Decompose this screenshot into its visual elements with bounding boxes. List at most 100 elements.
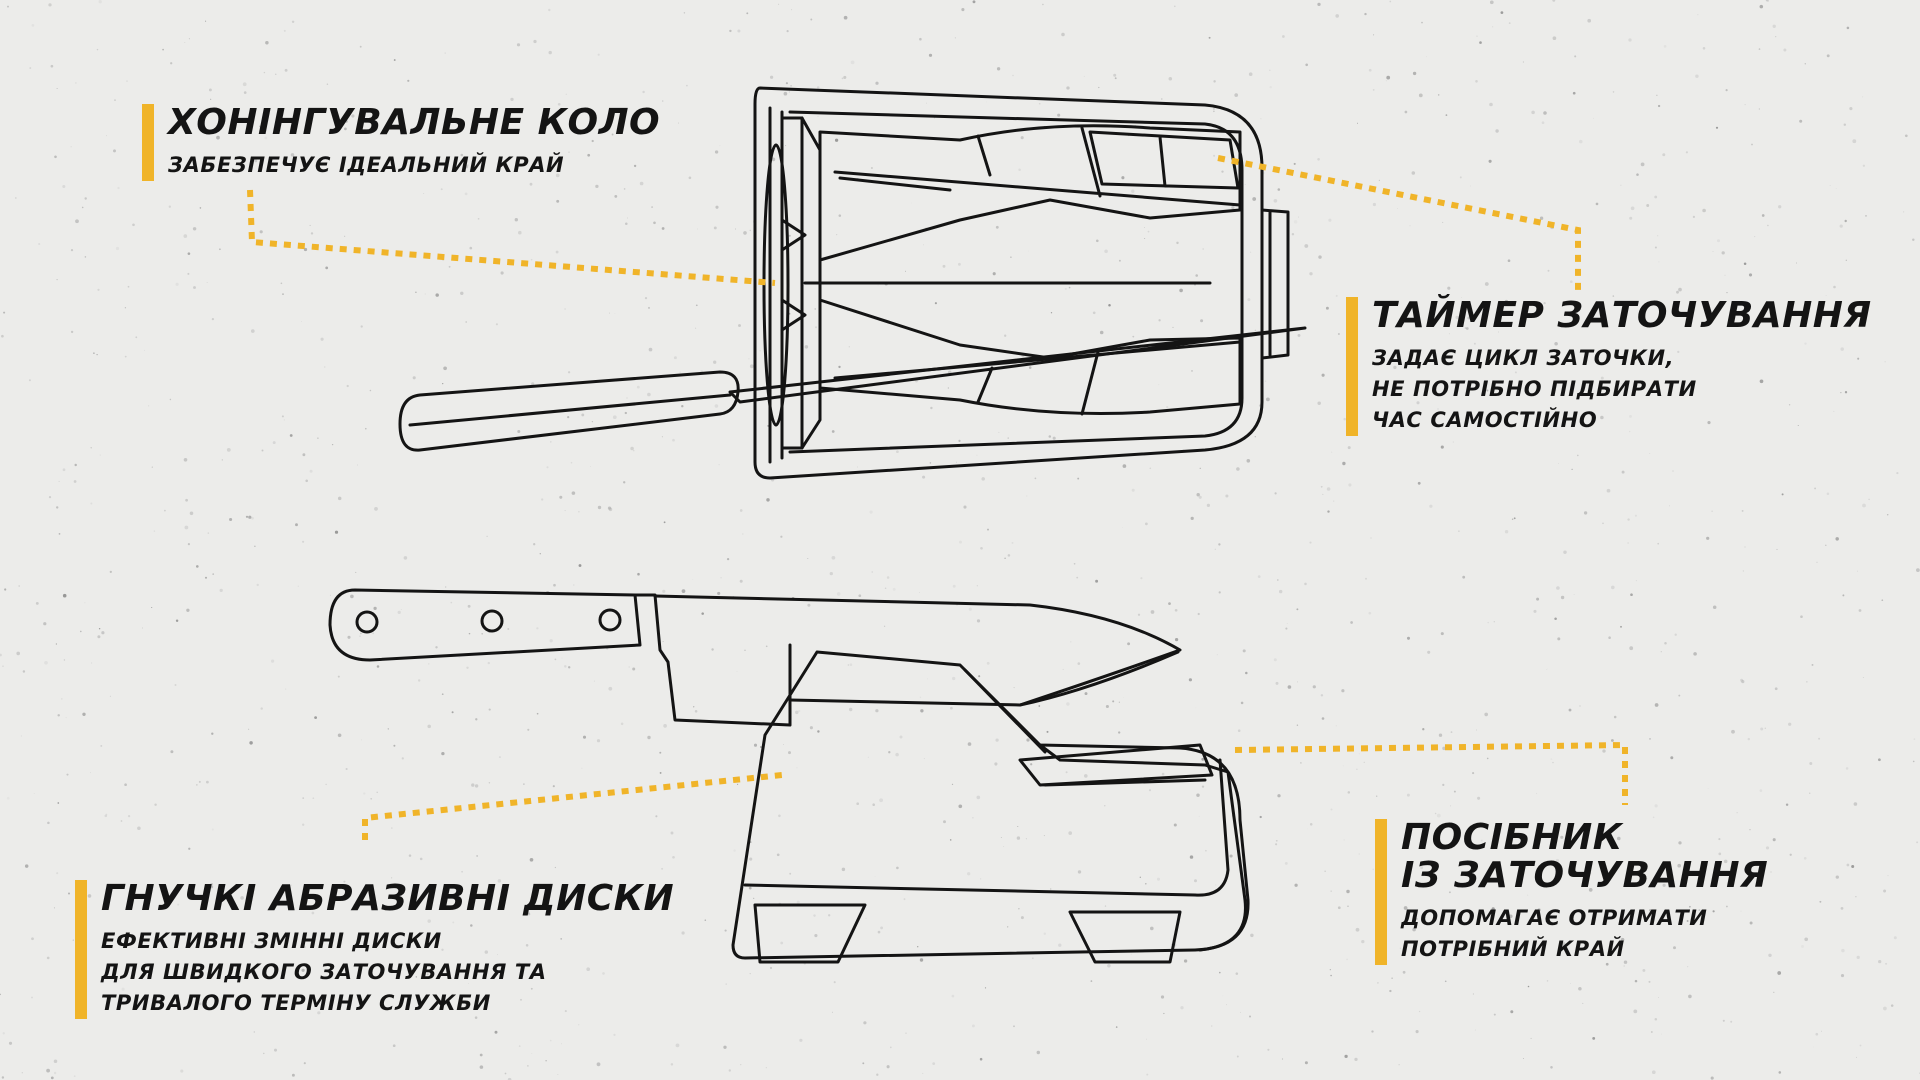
speckle (879, 798, 883, 803)
speckle (50, 64, 54, 68)
speckle (1627, 518, 1630, 521)
speckle (1592, 1036, 1596, 1040)
speckle (280, 282, 283, 285)
speckle (391, 827, 393, 829)
speckle (1084, 692, 1088, 696)
speckle (62, 184, 66, 189)
speckle (117, 186, 120, 190)
speckle (986, 101, 988, 103)
callout-title: ГНУЧКІ АБРАЗИВНІ ДИСКИ (101, 878, 675, 919)
housing-outline (753, 86, 1264, 480)
speckle (1273, 198, 1278, 203)
speckle (514, 218, 518, 222)
speckle (1198, 815, 1200, 817)
speckle (243, 91, 247, 94)
speckle (791, 9, 793, 11)
speckle (263, 71, 266, 74)
speckle (959, 540, 962, 544)
speckle (337, 733, 342, 738)
speckle (976, 619, 981, 623)
speckle (1050, 888, 1052, 890)
speckle (135, 336, 138, 339)
speckle (219, 248, 221, 251)
speckle (1409, 225, 1411, 227)
speckle (923, 244, 924, 246)
speckle (451, 711, 454, 714)
speckle (527, 1065, 529, 1067)
speckle (681, 931, 685, 935)
speckle (1267, 1048, 1270, 1051)
speckle (976, 454, 978, 456)
speckle (124, 783, 127, 787)
speckle (1648, 980, 1651, 983)
speckle (1818, 737, 1821, 740)
speckle (271, 659, 275, 663)
speckle (1011, 541, 1014, 544)
speckle (1633, 1009, 1638, 1014)
speckle (24, 864, 29, 868)
speckle (843, 75, 847, 79)
speckle (659, 771, 662, 774)
speckle (608, 686, 613, 691)
speckle (865, 917, 867, 919)
speckle (1781, 493, 1784, 496)
speckle (1370, 537, 1372, 539)
speckle (1123, 697, 1125, 698)
speckle (765, 1067, 767, 1069)
speckle (317, 1011, 321, 1015)
speckle (661, 867, 664, 870)
speckle (523, 783, 525, 785)
speckle (796, 900, 800, 904)
speckle (714, 404, 719, 408)
speckle (1560, 595, 1565, 600)
speckle (1884, 361, 1886, 363)
speckle (531, 1053, 533, 1054)
speckle (1634, 514, 1637, 517)
speckle (934, 302, 937, 305)
speckle (256, 583, 259, 587)
speckle (1145, 522, 1148, 526)
sharpener-side-view (328, 588, 1250, 964)
speckle (1658, 261, 1660, 263)
speckle (343, 880, 346, 883)
speckle (1160, 995, 1165, 999)
speckle (1630, 593, 1633, 597)
speckle (1412, 927, 1416, 932)
speckle (302, 797, 305, 799)
speckle (1573, 594, 1575, 595)
speckle (1533, 609, 1537, 613)
speckle (581, 767, 583, 769)
speckle (1144, 238, 1146, 239)
speckle (31, 996, 33, 999)
speckle (1273, 658, 1277, 662)
speckle (1845, 259, 1847, 261)
speckle (206, 780, 209, 784)
speckle (128, 964, 132, 968)
leader-guide (1234, 741, 1628, 805)
speckle (488, 782, 491, 784)
speckle (1409, 360, 1413, 364)
rivet-1 (355, 610, 379, 634)
speckle (1259, 815, 1262, 819)
speckle (1845, 767, 1849, 770)
speckle (848, 707, 853, 712)
speckle (114, 99, 116, 101)
knife-handle-detail (408, 393, 732, 427)
speckle (57, 714, 60, 717)
speckle (586, 967, 591, 972)
speckle (195, 565, 199, 568)
speckle (170, 750, 174, 754)
speckle (164, 509, 166, 512)
speckle (557, 1074, 559, 1075)
speckle (1418, 1010, 1421, 1013)
speckle (302, 540, 305, 543)
speckle (58, 480, 60, 482)
speckle (1347, 446, 1351, 450)
speckle (1266, 397, 1270, 402)
speckle (1620, 937, 1625, 942)
speckle (1857, 357, 1860, 360)
speckle (1066, 702, 1070, 706)
speckle (565, 93, 567, 95)
speckle (403, 556, 408, 560)
speckle (614, 313, 616, 315)
